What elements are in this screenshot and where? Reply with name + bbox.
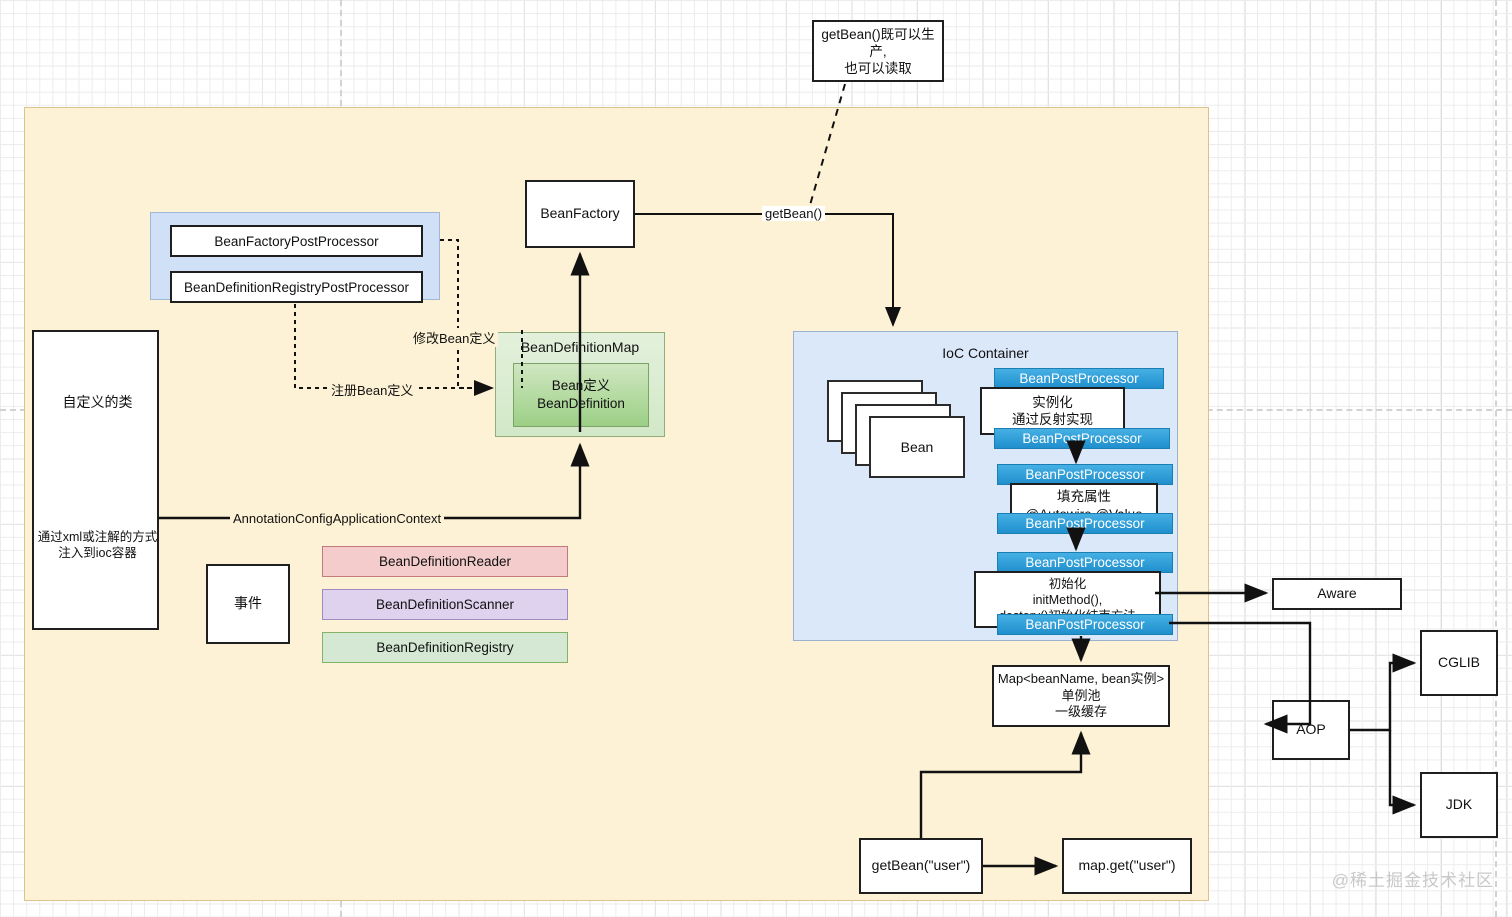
bean-factory-post-processor-panel: BeanFactoryPostProcessor BeanDefinitionR… bbox=[150, 212, 440, 303]
bean-post-processor-bar-3[interactable]: BeanPostProcessor bbox=[997, 464, 1173, 485]
edge-aop-to-cglib bbox=[1350, 653, 1417, 732]
bean-post-processor-bar-5[interactable]: BeanPostProcessor bbox=[997, 552, 1173, 573]
edge-label-modify-bean-definition: 修改Bean定义 bbox=[410, 328, 499, 347]
custom-class-title: 自定义的类 bbox=[62, 393, 133, 410]
bean-definition-registry-post-processor-box[interactable]: BeanDefinitionRegistryPostProcessor bbox=[170, 271, 423, 303]
singleton-pool-box[interactable]: Map<beanName, bean实例> 单例池 一级缓存 bbox=[992, 665, 1170, 727]
ioc-container-title: IoC Container bbox=[942, 345, 1029, 361]
grid-guide-vertical-right bbox=[1495, 0, 1497, 917]
bean-factory-box[interactable]: BeanFactory bbox=[525, 180, 635, 248]
edge-aop-to-jdk bbox=[1388, 730, 1417, 815]
ioc-container-region: IoC Container Bean BeanPostProcessor 实例化… bbox=[793, 331, 1178, 641]
watermark: @稀土掘金技术社区 bbox=[1331, 871, 1494, 890]
edge-label-getbean: getBean() bbox=[762, 206, 826, 221]
get-bean-user-box[interactable]: getBean("user") bbox=[859, 838, 983, 894]
jdk-box[interactable]: JDK bbox=[1420, 772, 1498, 838]
aop-box[interactable]: AOP bbox=[1272, 700, 1350, 760]
event-box[interactable]: 事件 bbox=[206, 564, 290, 644]
bean-card[interactable]: Bean bbox=[869, 416, 965, 478]
custom-class-subtitle: 通过xml或注解的方式 注入到ioc容器 bbox=[37, 529, 158, 560]
bean-post-processor-bar-4[interactable]: BeanPostProcessor bbox=[997, 513, 1173, 534]
bean-post-processor-bar-2[interactable]: BeanPostProcessor bbox=[994, 428, 1170, 449]
aware-box[interactable]: Aware bbox=[1272, 578, 1402, 610]
cglib-box[interactable]: CGLIB bbox=[1420, 630, 1498, 696]
map-get-user-box[interactable]: map.get("user") bbox=[1062, 838, 1192, 894]
bean-definition-registry-box[interactable]: BeanDefinitionRegistry bbox=[322, 632, 568, 663]
bean-definition-reader-box[interactable]: BeanDefinitionReader bbox=[322, 546, 568, 577]
edge-label-register-bean-definition: 注册Bean定义 bbox=[328, 380, 417, 399]
note-getbean: getBean()既可以生产, 也可以读取 bbox=[812, 20, 944, 82]
bean-definition-scanner-box[interactable]: BeanDefinitionScanner bbox=[322, 589, 568, 620]
custom-class-box[interactable]: 自定义的类 通过xml或注解的方式 注入到ioc容器 bbox=[32, 330, 159, 630]
bean-post-processor-bar-1[interactable]: BeanPostProcessor bbox=[994, 368, 1164, 389]
bean-factory-post-processor-box[interactable]: BeanFactoryPostProcessor bbox=[170, 225, 423, 257]
edge-label-annotation-config-context: AnnotationConfigApplicationContext bbox=[230, 511, 445, 526]
bean-definition-map-title: BeanDefinitionMap bbox=[520, 339, 640, 355]
bean-definition-map-box[interactable]: BeanDefinitionMap Bean定义 BeanDefinition bbox=[495, 332, 665, 437]
bean-definition-inner-box[interactable]: Bean定义 BeanDefinition bbox=[513, 363, 649, 427]
stage-instantiation: 实例化 通过反射实现 bbox=[980, 387, 1125, 435]
bean-post-processor-bar-6[interactable]: BeanPostProcessor bbox=[997, 614, 1173, 635]
